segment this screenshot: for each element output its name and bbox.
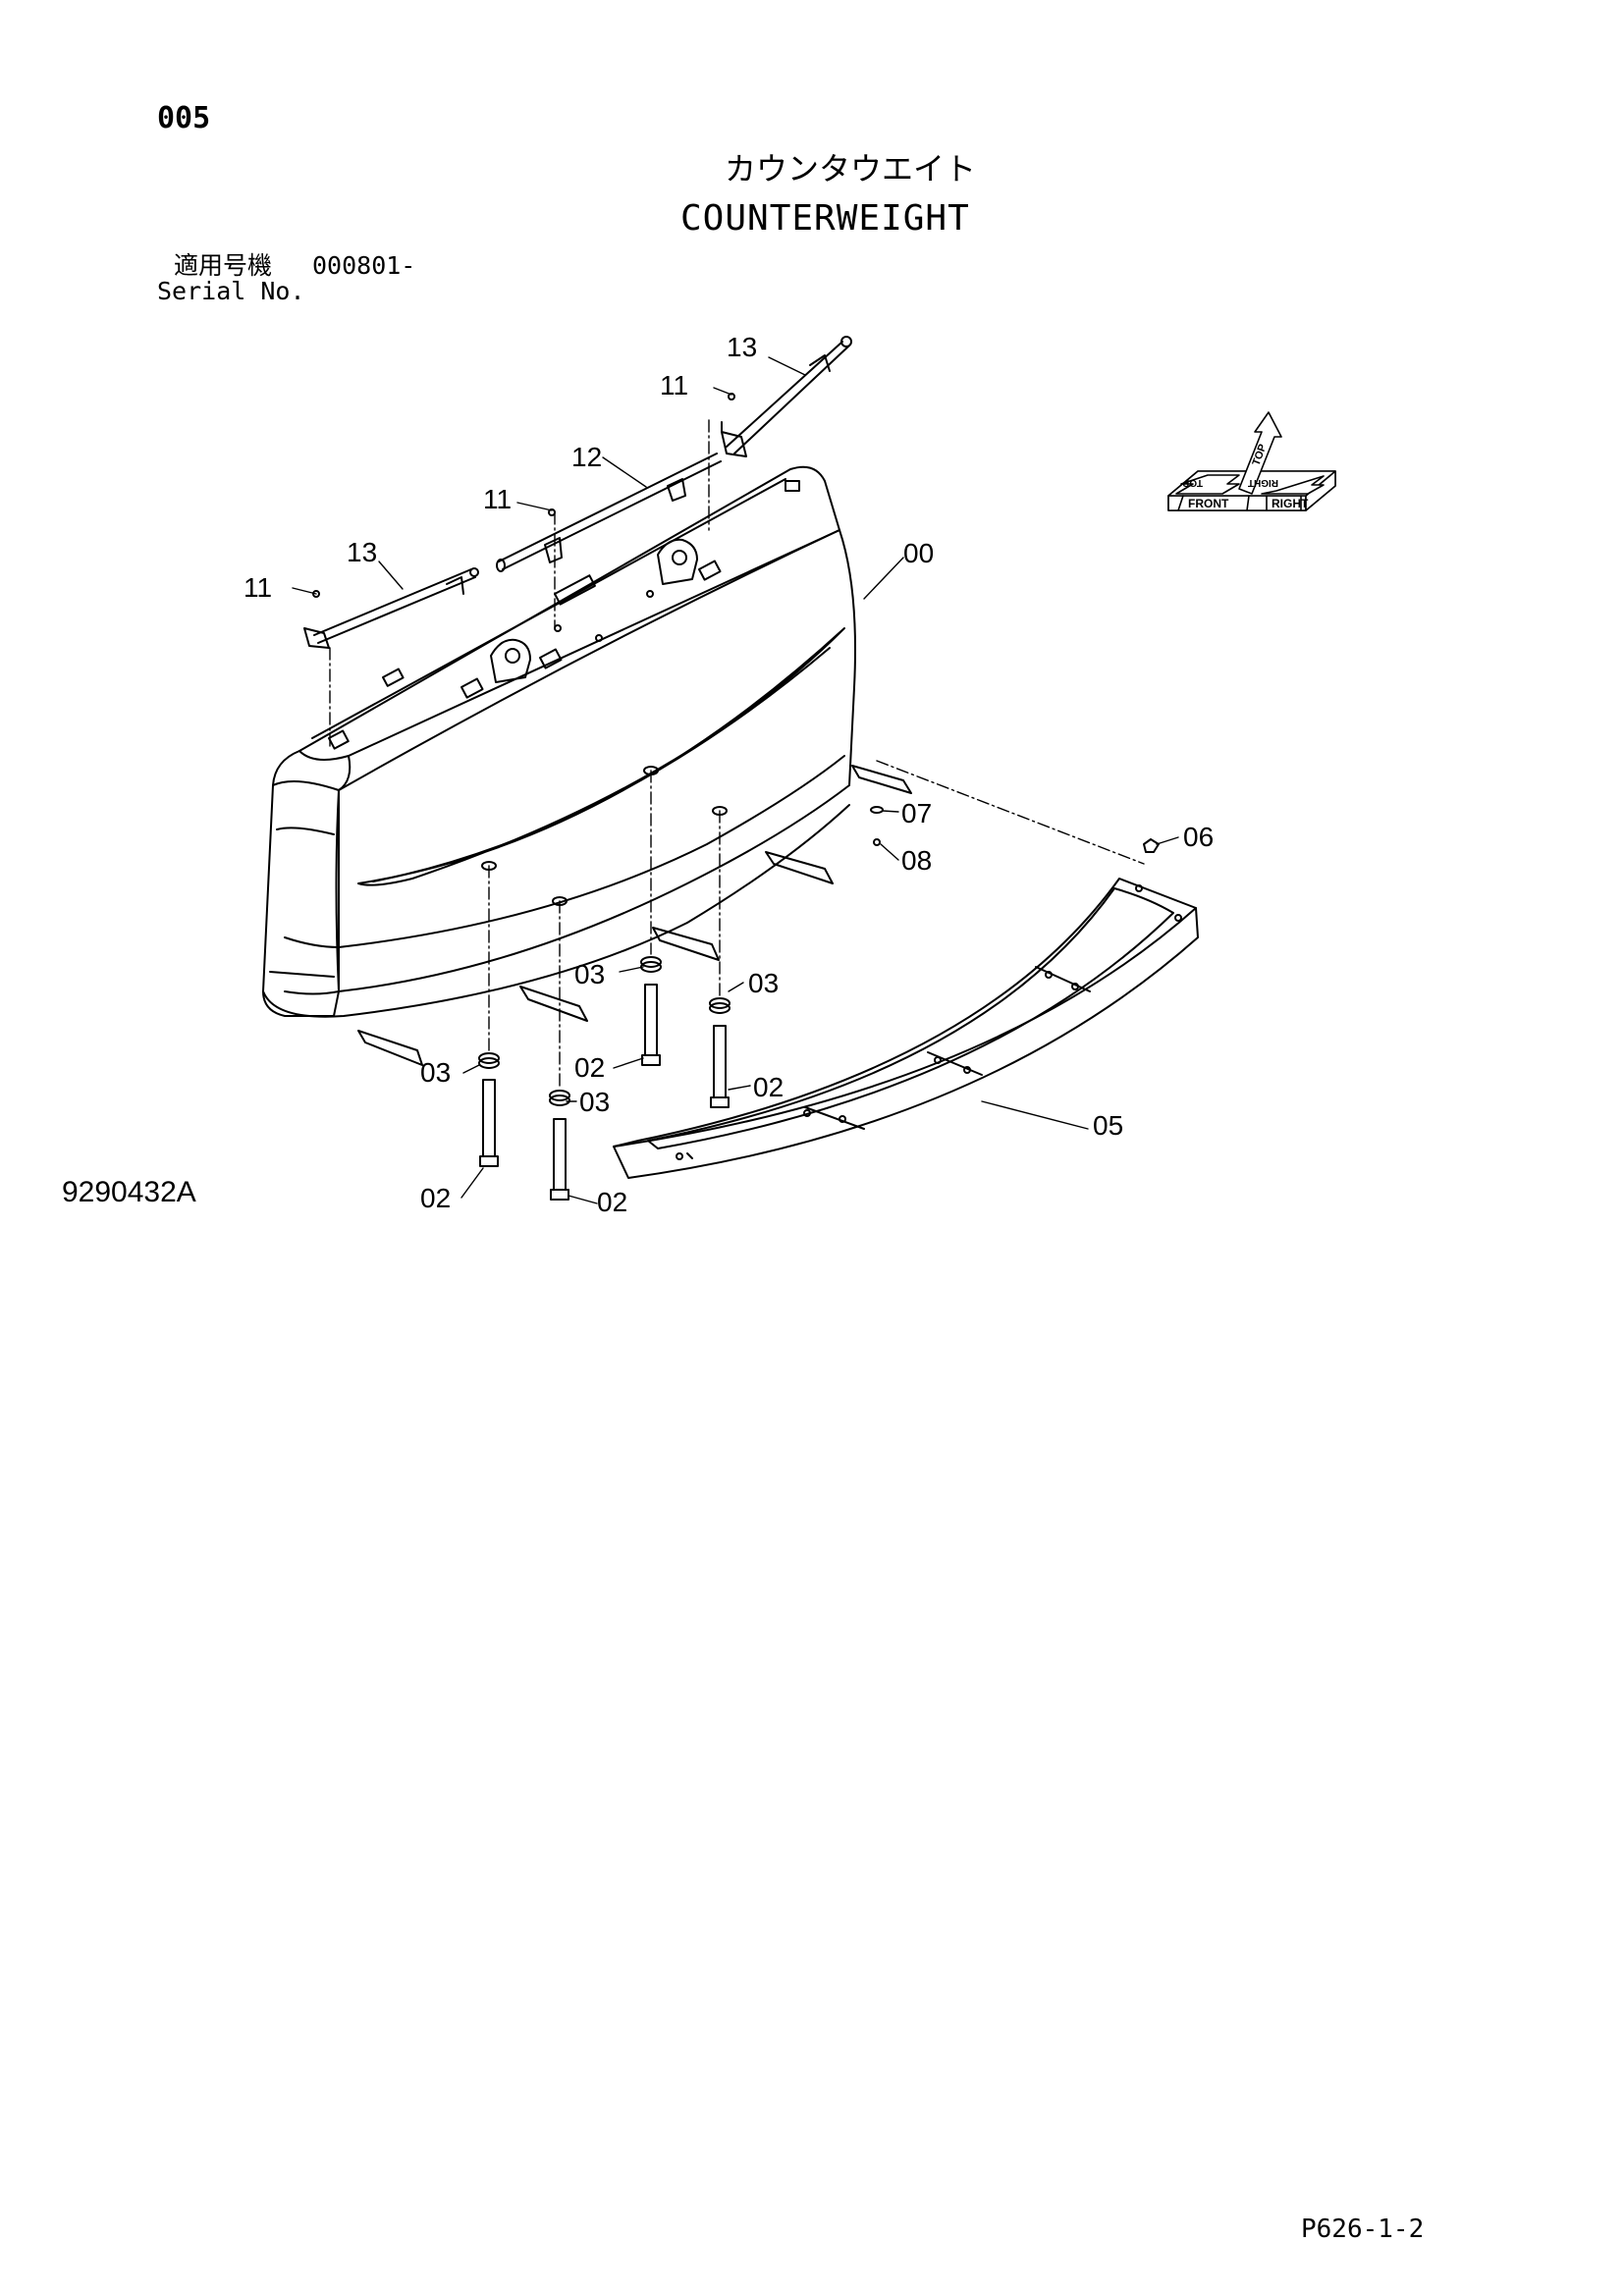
callout-08: 08 xyxy=(901,845,932,876)
callout-13-left: 13 xyxy=(347,537,377,567)
callout-05: 05 xyxy=(1093,1110,1123,1141)
callout-leaders xyxy=(292,356,1179,1204)
orientation-right-label: RIGHT xyxy=(1272,497,1309,510)
callout-00: 00 xyxy=(903,538,934,568)
callout-03-c: 03 xyxy=(420,1057,451,1088)
callout-02-a: 02 xyxy=(574,1052,605,1083)
callout-11-top: 11 xyxy=(660,370,688,400)
orientation-top-mirror-label: TOP xyxy=(1182,477,1203,488)
figure-number: 9290432A xyxy=(62,1176,196,1208)
serial-label-japanese: 適用号機 xyxy=(174,251,273,280)
callout-06: 06 xyxy=(1183,822,1214,852)
bolts-and-washers xyxy=(478,806,1160,1201)
counterweight-body xyxy=(262,465,856,1018)
orientation-right-mirror-label: RIGHT xyxy=(1248,477,1278,488)
assembly-guide-lines xyxy=(329,419,1145,1089)
serial-number: 000801- xyxy=(312,251,416,280)
bottom-plate-05 xyxy=(613,878,1199,1179)
title-japanese: カウンタウエイト xyxy=(725,150,977,187)
page-reference: P626-1-2 xyxy=(1301,2215,1425,2244)
callout-07: 07 xyxy=(901,798,932,828)
callout-12: 12 xyxy=(571,442,602,472)
callout-03-a: 03 xyxy=(574,959,605,989)
callout-11-mid: 11 xyxy=(483,484,512,514)
title-english: COUNTERWEIGHT xyxy=(680,198,970,239)
counterweight-feet xyxy=(357,765,912,1066)
orientation-front-label: FRONT xyxy=(1188,497,1229,510)
callout-02-d: 02 xyxy=(597,1187,627,1217)
rail-12 xyxy=(496,453,722,572)
serial-label-english: Serial No. xyxy=(157,277,305,305)
callout-11-left: 11 xyxy=(244,572,272,603)
page-code: 005 xyxy=(157,101,211,135)
callout-02-c: 02 xyxy=(420,1183,451,1213)
callout-03-d: 03 xyxy=(579,1087,610,1117)
callout-02-b: 02 xyxy=(753,1072,784,1102)
callout-03-b: 03 xyxy=(748,968,779,998)
rail-13-top xyxy=(721,336,852,457)
callout-13-top: 13 xyxy=(727,332,757,362)
rail-13-left xyxy=(303,567,479,649)
counterweight-exploded-drawing: 13 11 12 11 13 11 00 07 08 06 03 03 03 0… xyxy=(244,332,1336,1217)
orientation-symbol: FRONT RIGHT TOP TOP RIGHT xyxy=(1167,411,1336,511)
